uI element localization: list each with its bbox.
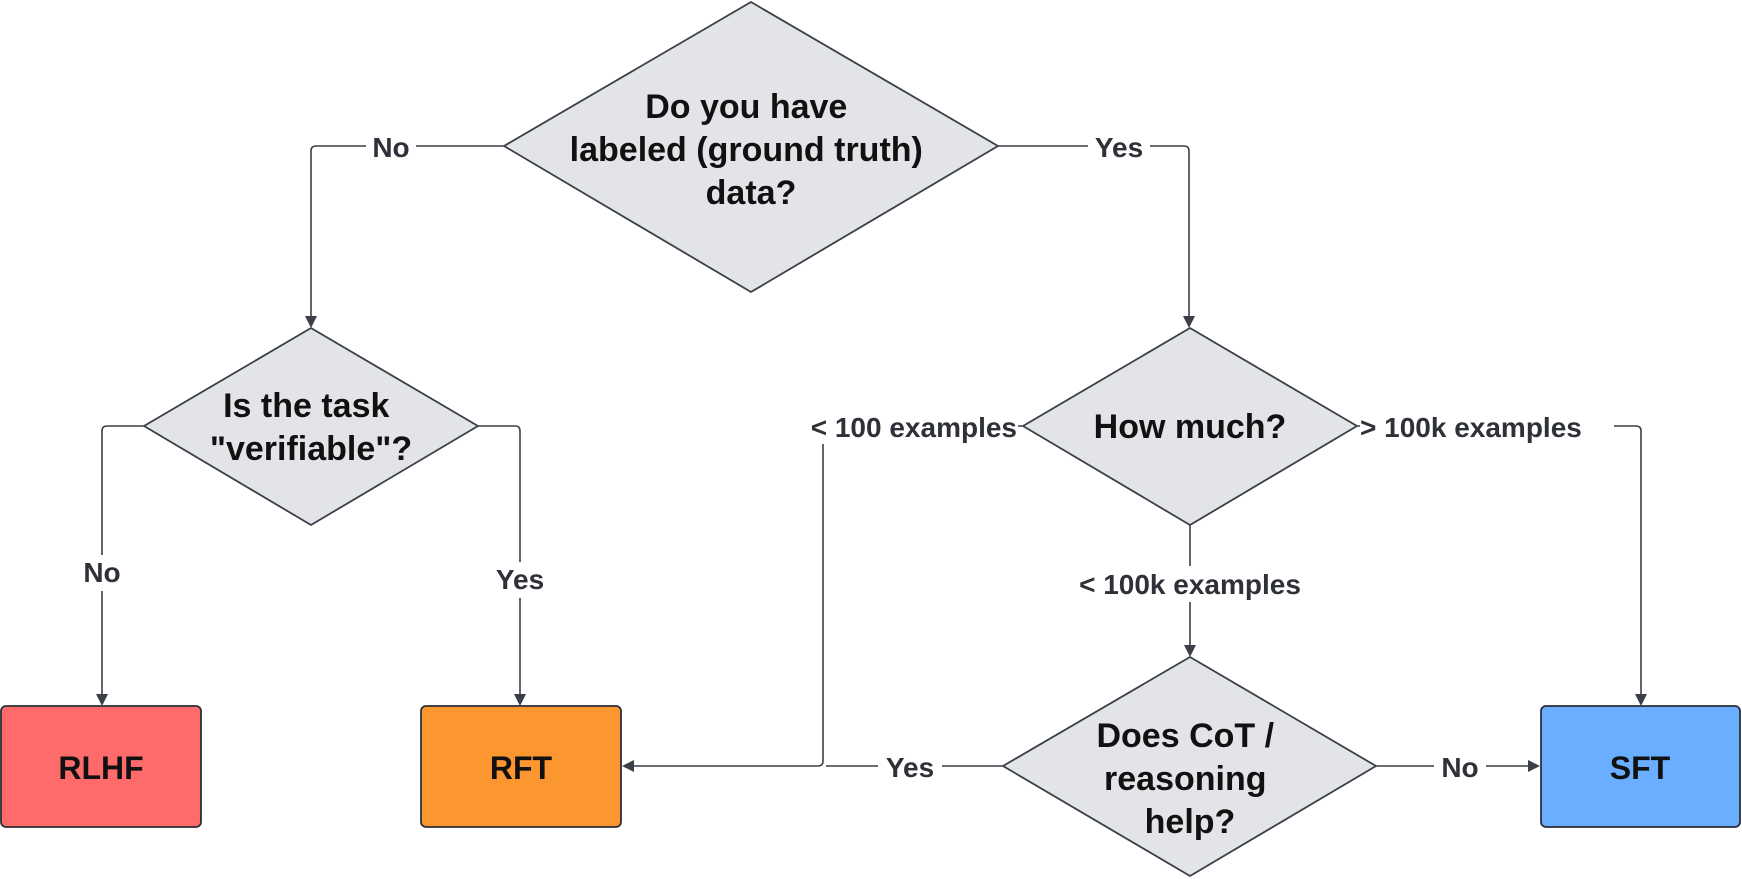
question-how-much: How much? [1094,408,1287,446]
question-line: reasoning [1104,760,1266,798]
outcome-sft: SFT [1540,705,1741,828]
label-background [1360,408,1614,444]
outcome-box [420,705,622,828]
edge-label-cot-yes: Yes [886,752,934,783]
question-line: data? [706,174,797,212]
label-background [488,562,552,598]
decision-cot-helps: Does CoT / reasoning help? [1002,656,1377,877]
diamond-shape [1002,656,1377,877]
question-verifiable: Is the task "verifiable"? [210,387,412,468]
edge-label-labeled-no: No [372,132,409,163]
edge-label-lt-100: < 100 examples [811,412,1017,443]
outcome-label: RLHF [58,750,143,786]
question-labeled-data: Do you have labeled (ground truth) data? [570,88,933,212]
edge-label-verifiable-yes: Yes [496,564,544,595]
edge-labeled-no [305,145,504,328]
diamond-shape [503,1,999,293]
label-background [1434,748,1486,784]
label-background [366,128,416,164]
question-line: help? [1145,803,1236,841]
edge-verifiable-no [96,425,144,706]
label-background [782,408,1018,444]
outcome-box [1540,705,1741,828]
decision-verifiable: Is the task "verifiable"? [143,327,479,526]
question-line: "verifiable"? [210,430,412,468]
outcome-rft: RFT [420,705,622,828]
outcome-box [0,705,202,828]
edge-label-cot-no: No [1441,752,1478,783]
diamond-shape [1022,327,1358,526]
edge-label-verifiable-no: No [83,557,120,588]
edge-lt-100 [622,425,1023,772]
edge-label-gt-100k: > 100k examples [1360,412,1582,443]
decision-how-much: How much? [1022,327,1358,526]
label-background [1057,566,1323,602]
edge-label-lt-100k: < 100k examples [1079,569,1301,600]
outcome-label: RFT [490,750,553,786]
outcome-label: SFT [1610,750,1671,786]
edge-labeled-yes [998,145,1195,328]
question-line: Does CoT / [1096,717,1274,755]
edge-labels: No Yes No Yes < 100 examples > 100k exam… [76,128,1614,784]
label-background [76,555,128,591]
question-cot-helps: Does CoT / reasoning help? [1096,717,1283,841]
question-line: How much? [1094,408,1287,446]
decision-labeled-data: Do you have labeled (ground truth) data? [503,1,999,293]
diamond-shape [143,327,479,526]
edge-verifiable-yes [478,425,526,706]
edge-gt-100k [1357,425,1647,706]
outcome-rlhf: RLHF [0,705,202,828]
label-background [1088,128,1150,164]
question-line: Is the task [223,387,389,425]
label-background [878,748,942,784]
edge-label-labeled-yes: Yes [1095,132,1143,163]
question-line: labeled (ground truth) [570,131,923,169]
question-line: Do you have [645,88,847,126]
